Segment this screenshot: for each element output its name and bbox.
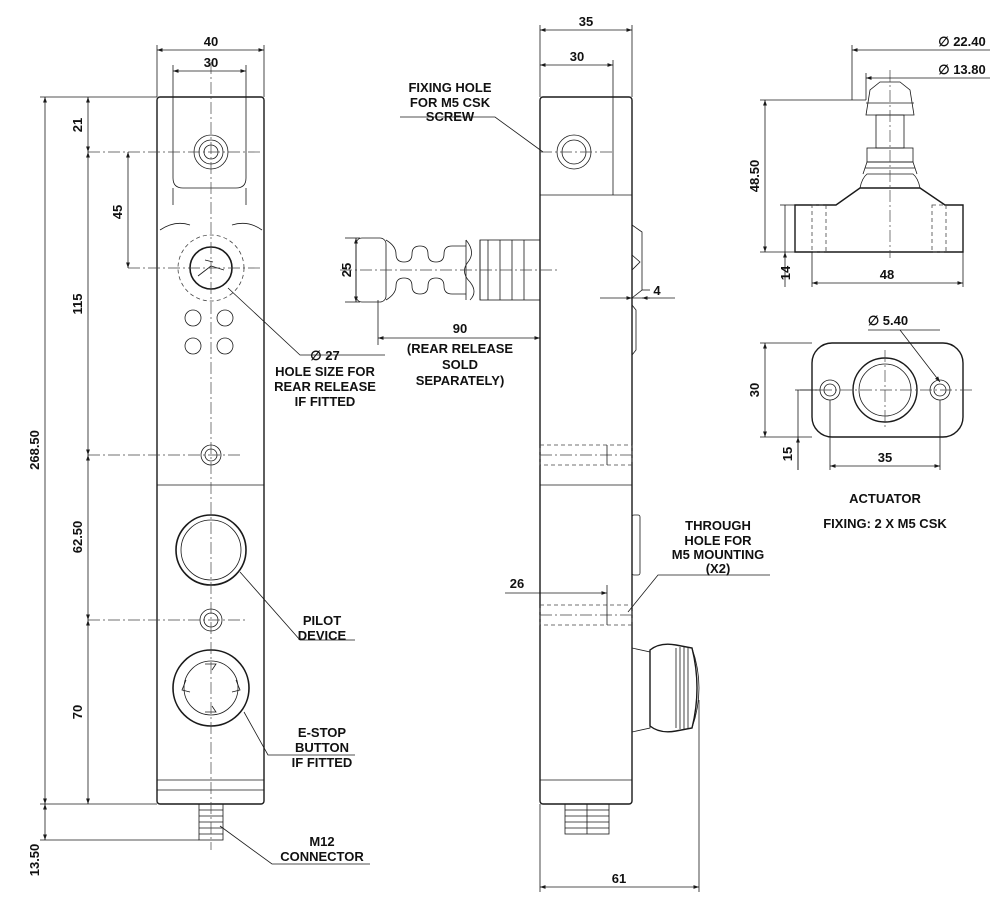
dim-13-50: 13.50 xyxy=(27,844,42,877)
actuator-dia-5-40: ∅ 5.40 xyxy=(868,313,908,328)
fixing-label-line3: SCREW xyxy=(426,109,475,124)
dim-26: 26 xyxy=(510,576,524,591)
front-view xyxy=(40,45,385,865)
hole-diameter-label: ∅ 27 xyxy=(310,348,339,363)
rear-label-line2: SOLD xyxy=(442,357,478,372)
dim-62-50: 62.50 xyxy=(70,521,85,554)
through-label-line1: THROUGH xyxy=(685,518,751,533)
actuator-dim-14: 14 xyxy=(778,265,793,280)
dim-45: 45 xyxy=(110,205,125,219)
actuator-dia-22-40: ∅ 22.40 xyxy=(938,34,985,49)
dim-4: 4 xyxy=(653,283,661,298)
rear-label-line1: (REAR RELEASE xyxy=(407,341,514,356)
dim-268-50: 268.50 xyxy=(27,430,42,470)
dim-115: 115 xyxy=(70,294,85,315)
m12-label-line2: CONNECTOR xyxy=(280,849,364,864)
dim-21: 21 xyxy=(70,118,85,132)
actuator-dia-13-80: ∅ 13.80 xyxy=(938,62,985,77)
side-width-30: 30 xyxy=(570,49,584,64)
estop-label-line2: BUTTON xyxy=(295,740,349,755)
estop-label-line3: IF FITTED xyxy=(292,755,353,770)
side-width-35: 35 xyxy=(579,14,593,29)
actuator-dim-35: 35 xyxy=(878,450,892,465)
through-label-line3: M5 MOUNTING xyxy=(672,547,764,562)
actuator-side-view xyxy=(760,45,990,287)
rear-label-line3: SEPARATELY) xyxy=(416,373,505,388)
dim-25: 25 xyxy=(339,263,354,277)
actuator-title: ACTUATOR xyxy=(849,491,921,506)
dim-70: 70 xyxy=(70,705,85,719)
actuator-dim-48-50: 48.50 xyxy=(747,160,762,193)
fixing-label-line2: FOR M5 CSK xyxy=(410,95,491,110)
m12-label-line1: M12 xyxy=(309,834,334,849)
actuator-dim-48: 48 xyxy=(880,267,894,282)
hole-label-line2: REAR RELEASE xyxy=(274,379,376,394)
estop-label-line1: E-STOP xyxy=(298,725,346,740)
front-width-30: 30 xyxy=(204,55,218,70)
through-label-line4: (X2) xyxy=(706,561,731,576)
dim-61: 61 xyxy=(612,871,626,886)
hole-label-line1: HOLE SIZE FOR xyxy=(275,364,375,379)
actuator-top-view xyxy=(760,329,975,470)
pilot-label-line1: PILOT xyxy=(303,613,341,628)
through-label-line2: HOLE FOR xyxy=(684,533,752,548)
front-width-40: 40 xyxy=(204,34,218,49)
hole-label-line3: IF FITTED xyxy=(295,394,356,409)
side-body xyxy=(539,96,633,805)
actuator-dim-15: 15 xyxy=(780,447,795,461)
dim-90: 90 xyxy=(453,321,467,336)
fixing-label-line1: FIXING HOLE xyxy=(408,80,491,95)
actuator-dim-30: 30 xyxy=(747,383,762,397)
pilot-label-line2: DEVICE xyxy=(298,628,347,643)
side-view xyxy=(340,25,770,892)
actuator-fixing: FIXING: 2 X M5 CSK xyxy=(823,516,947,531)
